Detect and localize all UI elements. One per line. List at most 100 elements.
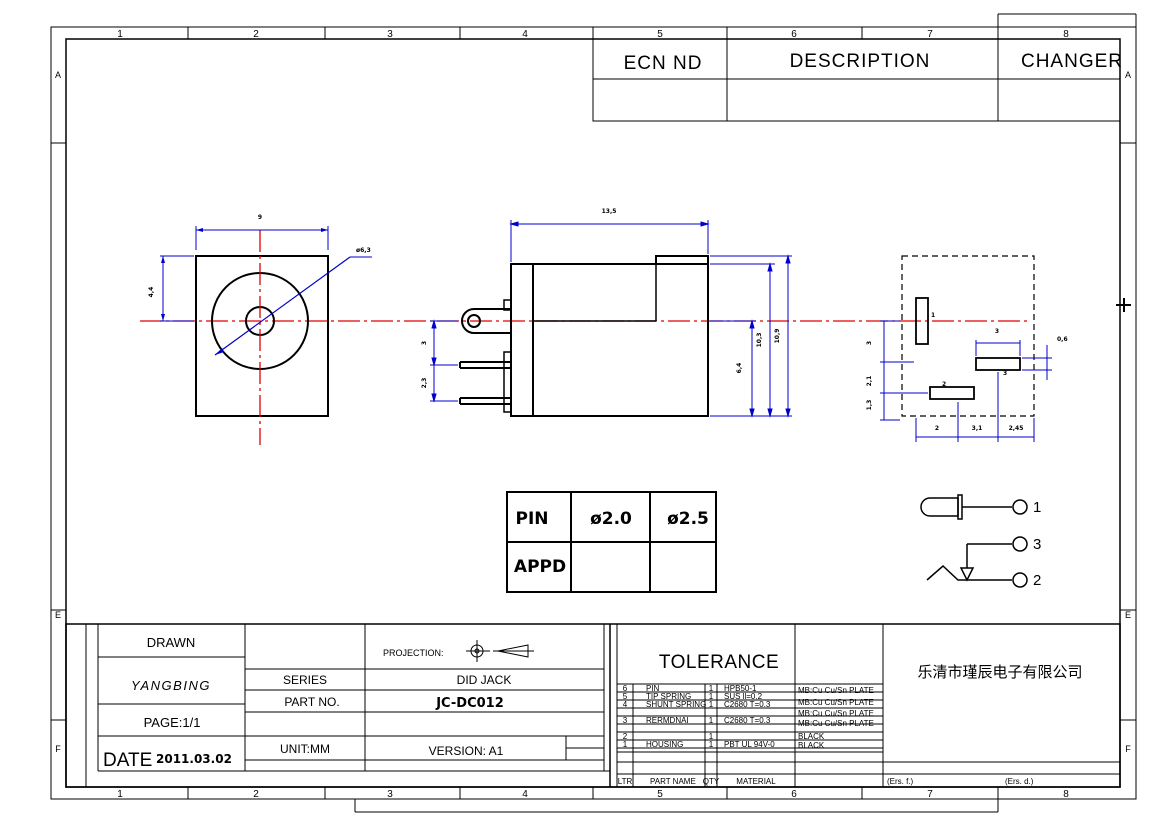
pin-table-2-5: ø2.5: [667, 509, 709, 529]
company-name: 乐清市瑾辰电子有限公司: [917, 664, 1082, 681]
svg-text:8: 8: [1063, 789, 1069, 800]
side-view-dimensions: [430, 220, 792, 418]
svg-text:1: 1: [709, 740, 714, 749]
side-dim-10-9: 10,9: [774, 329, 781, 344]
svg-text:4: 4: [623, 700, 628, 709]
schematic-pin-1: 1: [1033, 499, 1041, 516]
svg-text:6: 6: [791, 29, 797, 40]
part-no-label: PART NO.: [284, 695, 339, 709]
date-label: DATE: [103, 750, 152, 771]
part-no-value: JC-DC012: [435, 696, 504, 711]
svg-text:LTR: LTR: [618, 777, 633, 786]
pin-layout-view: 1 3 2 3 2,1 1,3 3 0,6 2 3,1 2,45: [866, 255, 1068, 442]
bom-row: 6 PIN 1 HPB50-1 MB:Cu Cu/Sn PLATE: [623, 684, 874, 695]
svg-text:C2680 T=0.3: C2680 T=0.3: [724, 700, 771, 709]
svg-text:E: E: [1125, 610, 1131, 620]
series-label: SERIES: [283, 673, 327, 687]
svg-text:MB:Cu Cu/Sn PLATE: MB:Cu Cu/Sn PLATE: [798, 698, 874, 707]
grid-column-labels-top: 1 2 3 4 5 6 7 8: [117, 29, 1069, 40]
svg-text:3: 3: [387, 789, 393, 800]
svg-text:3: 3: [387, 29, 393, 40]
date-value: 2011.03.02: [156, 752, 232, 766]
bom-table: 6 PIN 1 HPB50-1 MB:Cu Cu/Sn PLATE 5 TIP …: [618, 684, 1034, 786]
svg-text:E: E: [55, 610, 61, 620]
svg-text:2: 2: [253, 29, 259, 40]
svg-text:A: A: [1125, 70, 1131, 80]
pin-table: PIN ø2.0 ø2.5 APPD: [506, 491, 717, 593]
grid-row-labels: A E F A E F: [55, 70, 1131, 754]
side-dim-6-4: 6,4: [736, 363, 743, 374]
pin-dim-2-1: 2,1: [866, 376, 873, 387]
bom-row: 2 1 BLACK: [623, 732, 825, 741]
svg-text:BLACK: BLACK: [798, 741, 825, 750]
revision-table: ECN ND DESCRIPTION CHANGER: [592, 38, 1123, 122]
svg-text:1: 1: [709, 700, 714, 709]
unit-label: UNIT:MM: [280, 742, 330, 756]
svg-text:1: 1: [623, 740, 628, 749]
pin-dim-2-45: 2,45: [1009, 425, 1024, 432]
revision-header-changer: CHANGER: [1021, 51, 1123, 72]
bom-row: 5 TIP SPRING 1 SUS ll=0.2 MB:Cu Cu/Sn PL…: [623, 692, 874, 707]
svg-text:5: 5: [657, 29, 663, 40]
bom-row: 1 HOUSING 1 PBT UL 94V-0 BLACK: [623, 740, 825, 750]
svg-text:6: 6: [623, 684, 628, 693]
pin-2-label: 2: [942, 381, 946, 388]
pin-table-appd: APPD: [514, 557, 566, 577]
bom-row: 3 RERMDNAI 1 C2680 T=0.3 MB:Cu Cu/Sn PLA…: [623, 716, 874, 728]
svg-text:BLACK: BLACK: [798, 732, 825, 741]
drawn-label: DRAWN: [147, 635, 196, 650]
schematic-pin-3: 3: [1033, 536, 1041, 553]
page-number: PAGE:1/1: [144, 715, 201, 730]
footer-ers-f: (Ers. f.): [887, 777, 914, 786]
svg-text:TIP SPRING: TIP SPRING: [646, 692, 691, 701]
revision-header-description: DESCRIPTION: [790, 51, 931, 72]
pin-3-label: 3: [1003, 370, 1007, 377]
svg-text:5: 5: [657, 789, 663, 800]
svg-text:A: A: [55, 70, 61, 80]
svg-text:1: 1: [709, 716, 714, 725]
sheet-frame: [50, 13, 1137, 813]
pin-dim-2: 2: [935, 425, 939, 432]
pin-1-label: 1: [931, 312, 935, 319]
side-length-dim: 13,5: [602, 208, 617, 215]
pin-dim-1-3: 1,3: [866, 400, 873, 411]
svg-text:5: 5: [623, 692, 628, 701]
svg-text:4: 4: [522, 29, 528, 40]
drawn-name: YANGBING: [131, 678, 211, 693]
projection-label: PROJECTION:: [383, 648, 444, 658]
front-diameter-dim: ø6,3: [356, 247, 371, 254]
pin-dim-3-1: 3,1: [972, 425, 983, 432]
footer-ers-d: (Ers. d.): [1005, 777, 1034, 786]
svg-text:3: 3: [623, 716, 628, 725]
svg-text:F: F: [1125, 744, 1131, 754]
svg-text:HPB50-1: HPB50-1: [724, 684, 757, 693]
pin-dim-3: 3: [866, 341, 873, 345]
version-label: VERSION: A1: [429, 744, 504, 758]
bom-row: 4 SHUNT SPRING 1 C2680 T=0.3 MB:Cu Cu/Sn…: [623, 700, 874, 718]
svg-text:PIN: PIN: [646, 684, 660, 693]
pin-table-2-0: ø2.0: [590, 509, 632, 529]
projection-symbol: [466, 640, 534, 662]
svg-text:2: 2: [253, 789, 259, 800]
schematic-pin-2: 2: [1033, 572, 1041, 589]
grid-column-labels-bottom: 1 2 3 4 5 6 7 8: [117, 789, 1069, 800]
svg-text:8: 8: [1063, 29, 1069, 40]
pin-dim-top-3: 3: [995, 328, 999, 335]
svg-text:F: F: [55, 744, 61, 754]
front-width-dim: 9: [258, 214, 262, 221]
svg-text:1: 1: [709, 684, 714, 693]
front-height-dim: 4,4: [148, 287, 155, 298]
svg-text:6: 6: [791, 789, 797, 800]
svg-text:SUS ll=0.2: SUS ll=0.2: [724, 692, 763, 701]
svg-text:1: 1: [117, 29, 123, 40]
svg-text:1: 1: [117, 789, 123, 800]
series-value: DID JACK: [457, 673, 512, 687]
pin-table-pin: PIN: [515, 509, 548, 529]
svg-text:HOUSING: HOUSING: [646, 740, 683, 749]
tolerance-label: TOLERANCE: [659, 652, 779, 673]
svg-text:2: 2: [623, 732, 628, 741]
bom-header-row: LTR PART NAME QTY MATERIAL: [618, 777, 777, 786]
title-block: [65, 623, 1121, 788]
jack-schematic: [920, 494, 1028, 588]
